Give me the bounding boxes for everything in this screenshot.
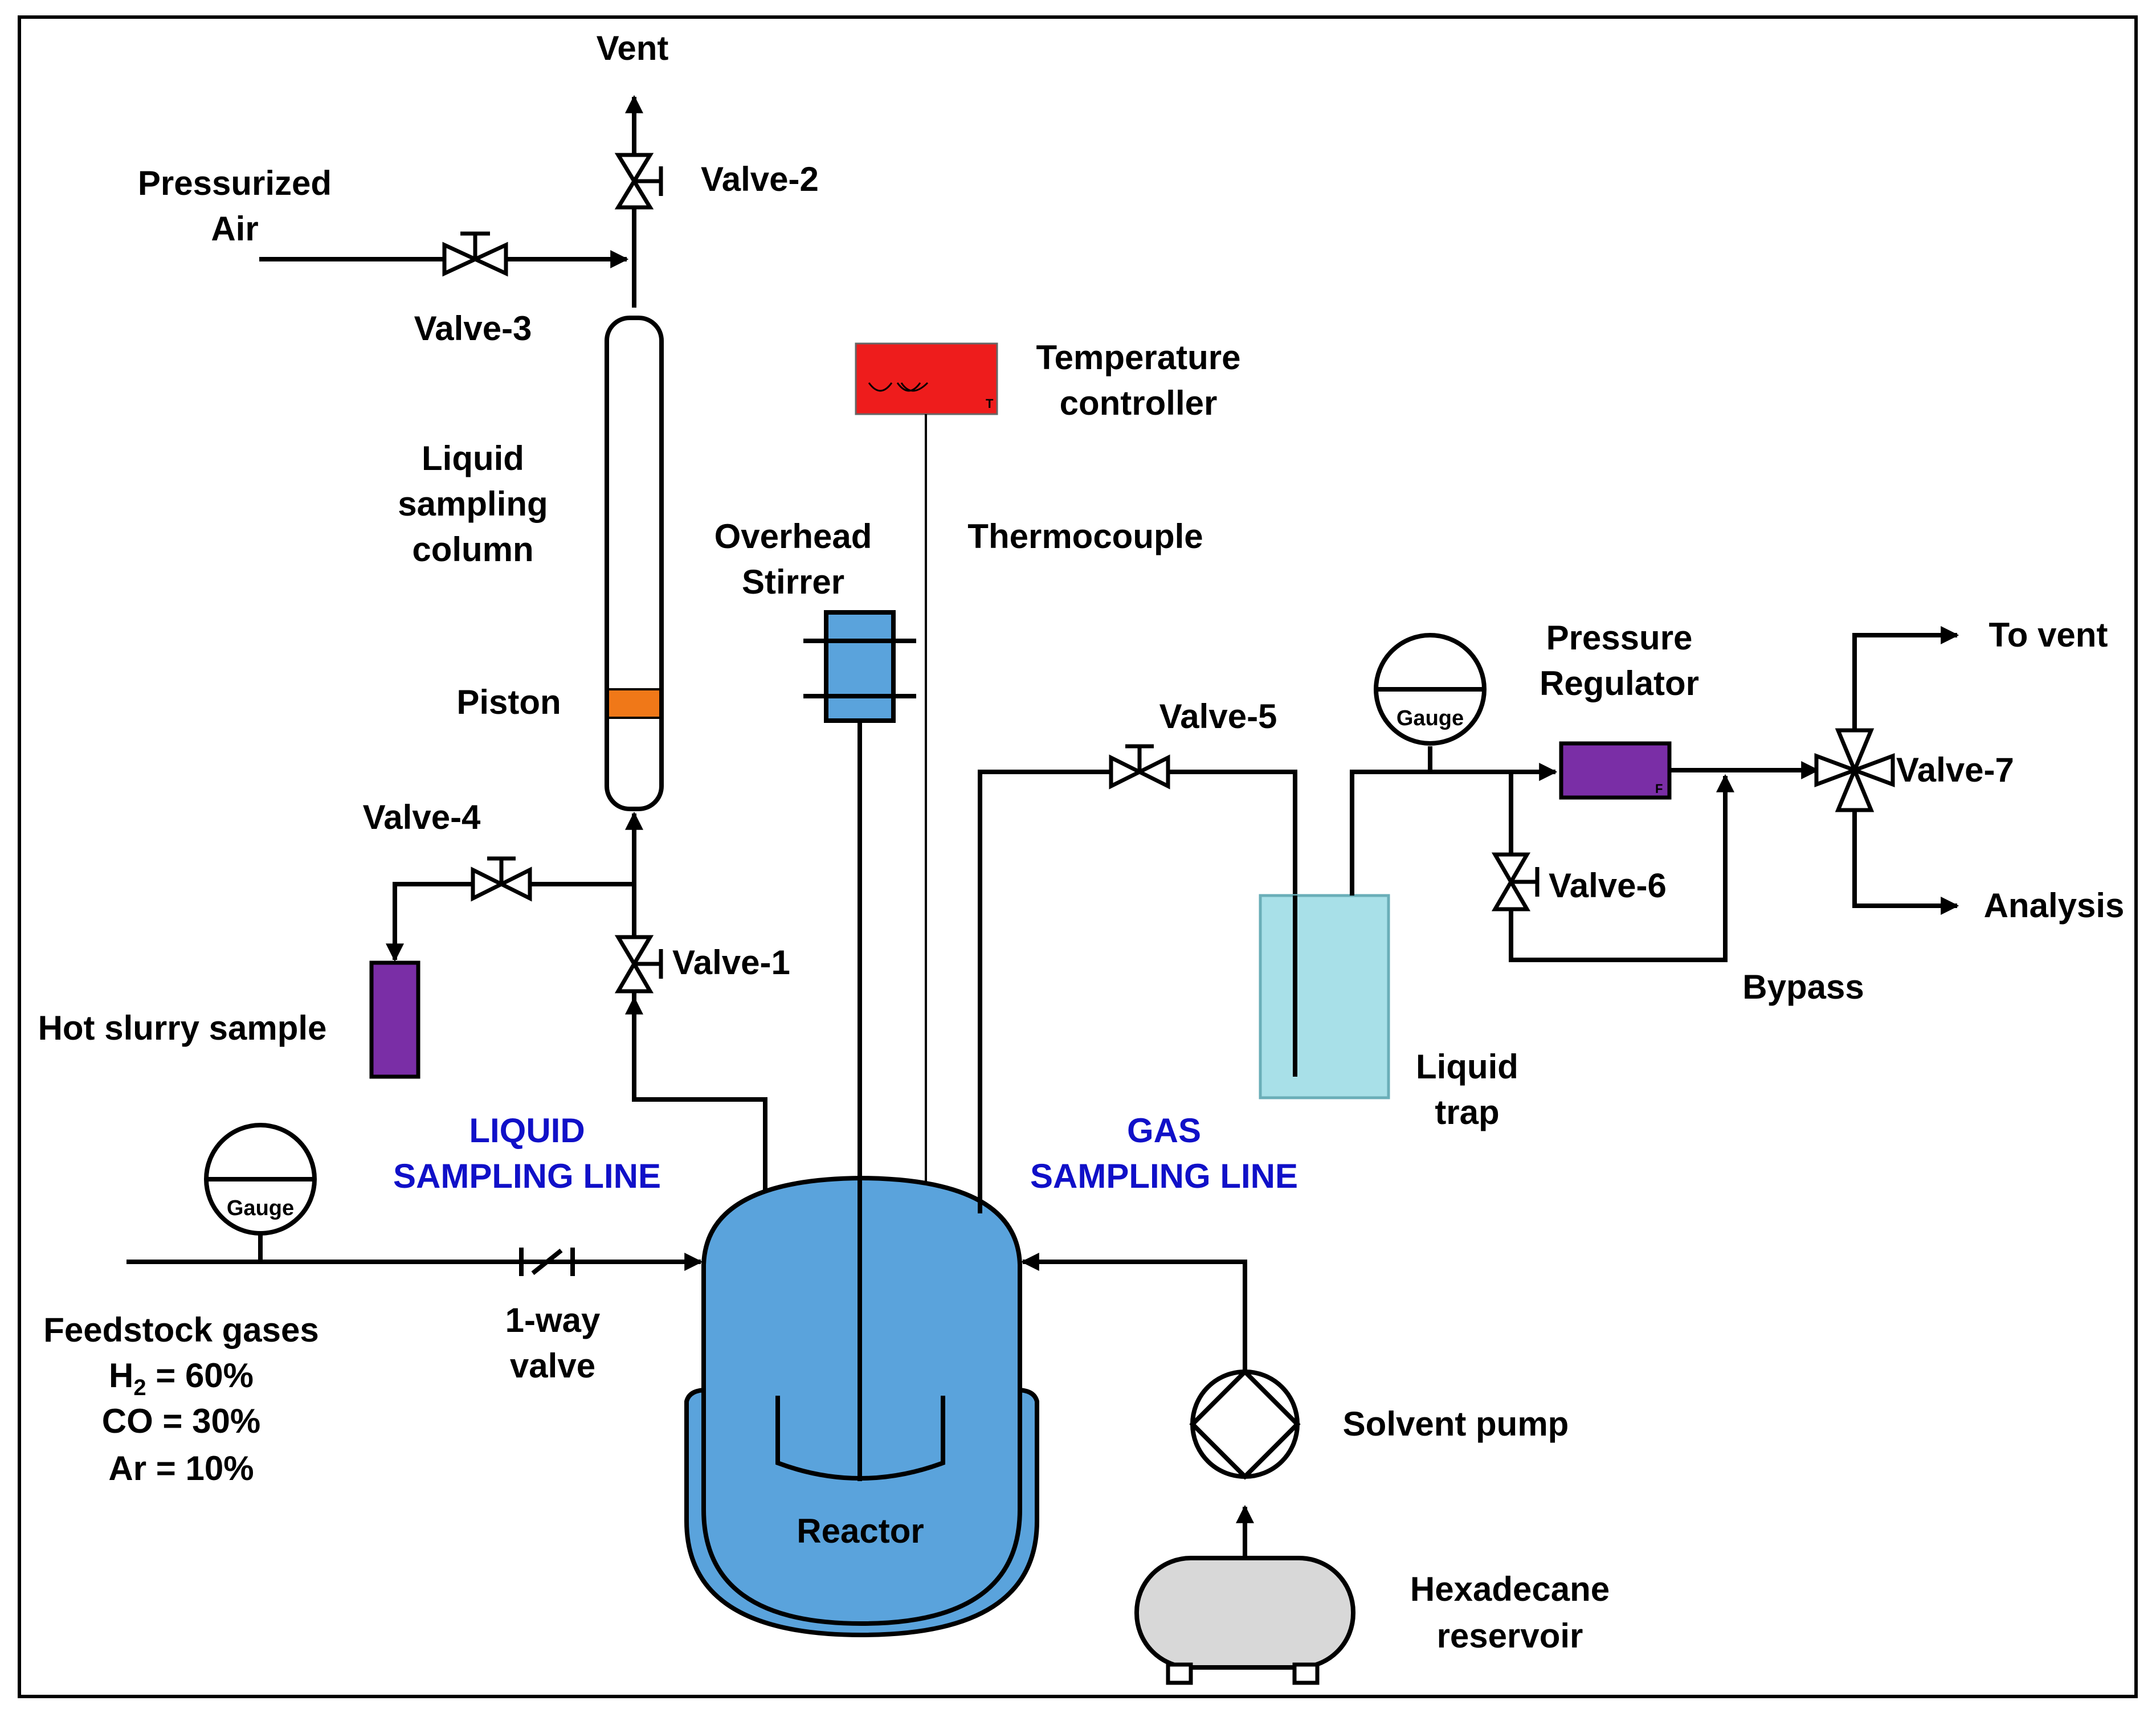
pressurized-air-label-2: Air	[211, 210, 258, 248]
liquid-line-label-1: LIQUID	[469, 1111, 585, 1150]
h2-composition: H2 = 60%	[109, 1356, 254, 1400]
gas-gauge-icon	[1374, 633, 1487, 746]
feed-gauge-icon	[204, 1123, 317, 1236]
solvent-pump-label: Solvent pump	[1343, 1405, 1569, 1443]
hexadecane-label-1: Hexadecane	[1410, 1570, 1610, 1608]
feedstock-label: Feedstock gases	[43, 1311, 319, 1349]
liquid-column-label-3: column	[412, 530, 533, 569]
valve-2-label: Valve-2	[701, 160, 819, 198]
valve-4-label: Valve-4	[363, 798, 481, 836]
valve-2-icon[interactable]	[614, 153, 663, 210]
vent-label: Vent	[597, 29, 669, 67]
overhead-stirrer-label-2: Stirrer	[742, 563, 844, 601]
pump-icon	[1189, 1368, 1301, 1480]
figure-frame	[18, 15, 2138, 1698]
thermocouple-label: Thermocouple	[967, 517, 1203, 555]
valve-7-label: Valve-7	[1896, 751, 2014, 789]
to-vent-label: To vent	[1989, 616, 2108, 654]
pressure-regulator-label-2: Regulator	[1540, 664, 1699, 702]
piston	[609, 689, 659, 718]
feed-gauge-label: Gauge	[227, 1196, 294, 1220]
valve-5-icon[interactable]	[1109, 744, 1170, 790]
gas-line-label-1: GAS	[1127, 1111, 1201, 1150]
temp-controller-label-1: Temperature	[1036, 338, 1240, 377]
co-composition: CO = 30%	[102, 1402, 260, 1440]
valve-1-label: Valve-1	[672, 943, 790, 982]
gas-gauge-label: Gauge	[1396, 706, 1464, 730]
liquid-sampling-column	[605, 316, 664, 811]
gas-line-label-2: SAMPLING LINE	[1030, 1157, 1298, 1195]
oneway-valve-label-1: 1-way	[505, 1301, 601, 1339]
bypass-label: Bypass	[1742, 968, 1864, 1006]
controller-mark: T	[986, 396, 994, 411]
hexadecane-reservoir	[1134, 1556, 1355, 1670]
controller-display-icon	[868, 382, 929, 392]
to-vent-pipe	[1852, 626, 1959, 730]
valve-6-icon[interactable]	[1491, 852, 1540, 911]
check-valve-icon[interactable]	[519, 1248, 575, 1276]
ar-composition: Ar = 10%	[108, 1449, 254, 1487]
slurry-pipe	[386, 882, 634, 962]
piston-label: Piston	[456, 683, 561, 721]
valve-3-label: Valve-3	[414, 309, 532, 347]
pressurized-air-label-1: Pressurized	[138, 164, 332, 202]
regulator-mark: F	[1655, 782, 1663, 796]
valve-3-icon[interactable]	[442, 231, 508, 277]
hot-slurry-sample-vial	[369, 960, 420, 1079]
pressure-regulator-label-1: Pressure	[1546, 619, 1693, 657]
analysis-pipe	[1852, 810, 1959, 915]
valve-5-label: Valve-5	[1159, 697, 1277, 735]
liquid-sampling-line	[625, 996, 767, 1196]
stirrer-impeller	[775, 1396, 945, 1481]
valve-1-icon[interactable]	[614, 935, 663, 994]
stirrer-motor	[824, 610, 896, 723]
oneway-valve-label-2: valve	[510, 1347, 595, 1385]
analysis-label: Analysis	[1984, 886, 2125, 925]
valve-6-label: Valve-6	[1549, 866, 1667, 905]
solvent-pipe	[1020, 1253, 1247, 1373]
liquid-column-label-2: sampling	[398, 485, 548, 523]
hexadecane-label-2: reservoir	[1437, 1617, 1583, 1655]
temp-controller-label-2: controller	[1060, 384, 1218, 422]
hot-slurry-label: Hot slurry sample	[38, 1009, 327, 1047]
liquid-column-label-1: Liquid	[422, 439, 524, 477]
valve-4-icon[interactable]	[471, 856, 532, 902]
overhead-stirrer-label-1: Overhead	[714, 517, 872, 555]
valve-7-icon[interactable]	[1814, 728, 1895, 812]
liquid-trap	[1259, 894, 1390, 1099]
temperature-controller	[855, 342, 998, 415]
trap-outlet-pipe	[1350, 763, 1558, 896]
pressure-regulator	[1559, 741, 1672, 800]
liquid-trap-label-1: Liquid	[1416, 1048, 1518, 1086]
liquid-line-label-2: SAMPLING LINE	[393, 1157, 661, 1195]
liquid-trap-label-2: trap	[1435, 1093, 1499, 1131]
bypass-pipe	[1509, 772, 1734, 962]
reactor-label: Reactor	[797, 1512, 924, 1550]
